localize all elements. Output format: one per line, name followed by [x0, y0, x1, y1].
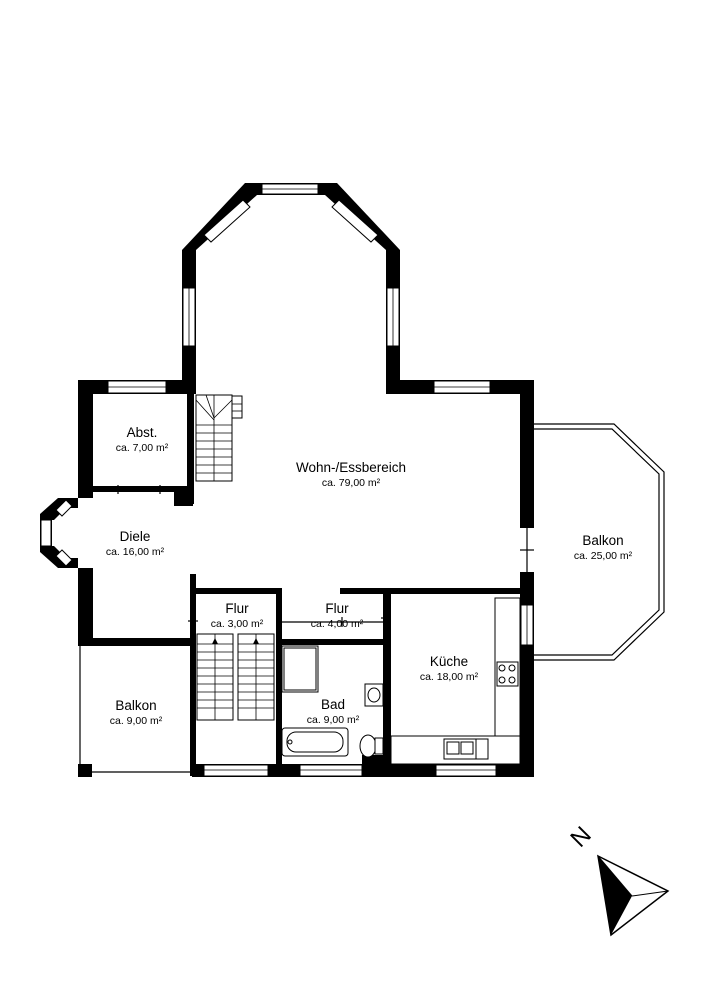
room-abst-area: ca. 7,00 m²	[116, 442, 169, 454]
room-flur-right-name: Flur	[325, 601, 349, 616]
room-labels: Wohn-/Essbereich ca. 79,00 m² Abst. ca. …	[106, 425, 633, 727]
kitchen-fixtures	[390, 597, 521, 765]
room-kueche-area: ca. 18,00 m²	[420, 671, 479, 683]
windows	[40, 183, 534, 777]
north-label: N	[565, 821, 596, 852]
room-bad-name: Bad	[321, 697, 345, 712]
room-flur-left-name: Flur	[225, 601, 249, 616]
door-markers	[93, 485, 534, 634]
room-diele-name: Diele	[120, 529, 151, 544]
north-arrow-icon: N	[565, 821, 670, 937]
bathroom-fixtures	[281, 645, 384, 758]
room-diele-area: ca. 16,00 m²	[106, 546, 165, 558]
room-bad-area: ca. 9,00 m²	[307, 714, 360, 726]
room-balkon-west-name: Balkon	[115, 698, 156, 713]
room-balkon-east-area: ca. 25,00 m²	[574, 550, 633, 562]
room-abst-name: Abst.	[127, 425, 158, 440]
stairs-main	[195, 394, 243, 482]
room-wohn-name: Wohn-/Essbereich	[296, 460, 406, 475]
room-balkon-west-area: ca. 9,00 m²	[110, 715, 163, 727]
room-balkon-east-name: Balkon	[582, 533, 623, 548]
room-flur-left-area: ca. 3,00 m²	[211, 618, 264, 630]
room-wohn-area: ca. 79,00 m²	[322, 477, 381, 489]
room-kueche-name: Küche	[430, 654, 468, 669]
room-flur-right-area: ca. 4,00 m²	[311, 618, 364, 630]
stairs-flur	[196, 633, 275, 721]
toilet	[359, 734, 377, 758]
